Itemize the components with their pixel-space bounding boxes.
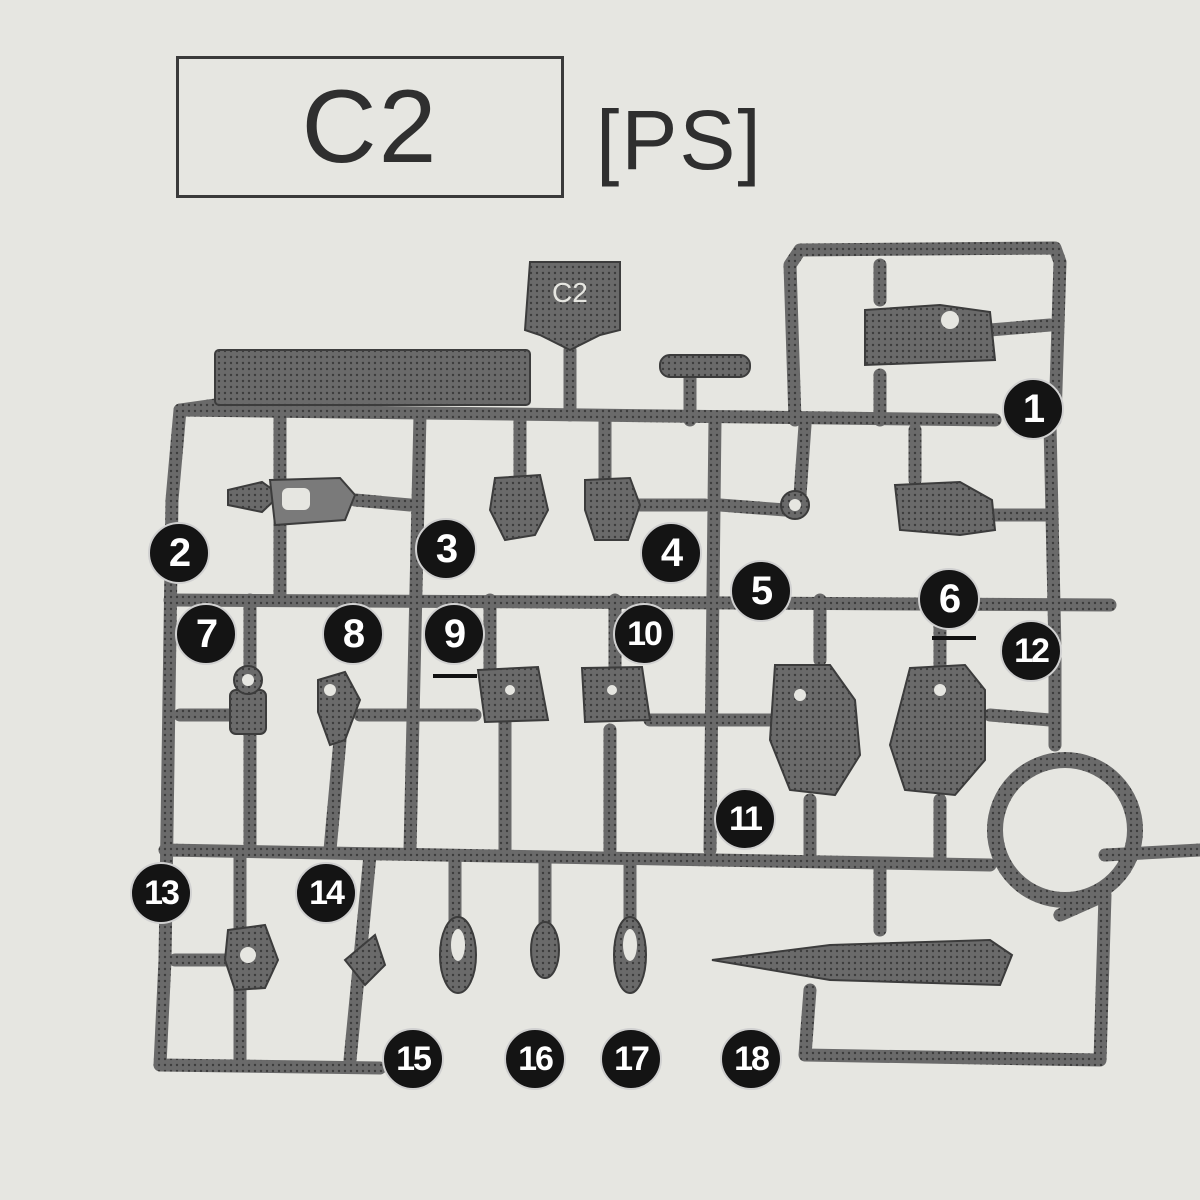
underline-6 bbox=[932, 636, 976, 640]
callout-9: 9 bbox=[423, 603, 485, 665]
sprue-tag bbox=[523, 261, 621, 352]
runner-top bbox=[173, 403, 1002, 427]
sprue-code: C2 bbox=[301, 68, 439, 185]
sprue-ring bbox=[987, 752, 1143, 908]
sprue-code-box: C2 bbox=[176, 56, 564, 198]
part-16-shape bbox=[530, 921, 560, 979]
callout-3: 3 bbox=[415, 518, 477, 580]
part-11-shape bbox=[768, 664, 862, 797]
part-18-shape bbox=[711, 938, 1014, 987]
callout-13: 13 bbox=[130, 862, 192, 924]
callout-2: 2 bbox=[148, 522, 210, 584]
part-1-shape bbox=[864, 303, 997, 367]
callout-10: 10 bbox=[613, 603, 675, 665]
callout-17: 17 bbox=[600, 1028, 662, 1090]
callout-5: 5 bbox=[730, 560, 792, 622]
part-14-shape bbox=[343, 933, 387, 987]
part-3-shape bbox=[488, 473, 550, 542]
callout-8: 8 bbox=[322, 603, 384, 665]
callout-4: 4 bbox=[640, 522, 702, 584]
underline-9 bbox=[433, 674, 477, 678]
callout-1: 1 bbox=[1002, 378, 1064, 440]
frame-top-right-loop bbox=[783, 241, 1067, 427]
callout-7: 7 bbox=[175, 603, 237, 665]
top-bar-part bbox=[214, 349, 531, 406]
callout-14: 14 bbox=[295, 862, 357, 924]
part-9-shape bbox=[476, 665, 550, 724]
callout-12: 12 bbox=[1000, 620, 1062, 682]
callout-6: 6 bbox=[918, 568, 980, 630]
part-4-shape bbox=[584, 476, 642, 541]
part-6-shape bbox=[893, 480, 997, 537]
part-12-shape bbox=[888, 663, 986, 797]
callout-16: 16 bbox=[504, 1028, 566, 1090]
part-10-shape bbox=[580, 665, 652, 724]
frame-right-runner bbox=[1043, 418, 1062, 752]
part-7-shape bbox=[229, 689, 267, 735]
sprue-tag-label: C2 bbox=[552, 277, 588, 308]
callout-11: 11 bbox=[714, 788, 776, 850]
callout-18: 18 bbox=[720, 1028, 782, 1090]
material-label: [PS] bbox=[596, 93, 763, 187]
runner-middle bbox=[158, 843, 997, 872]
part-8-shape bbox=[317, 670, 362, 747]
callout-15: 15 bbox=[382, 1028, 444, 1090]
